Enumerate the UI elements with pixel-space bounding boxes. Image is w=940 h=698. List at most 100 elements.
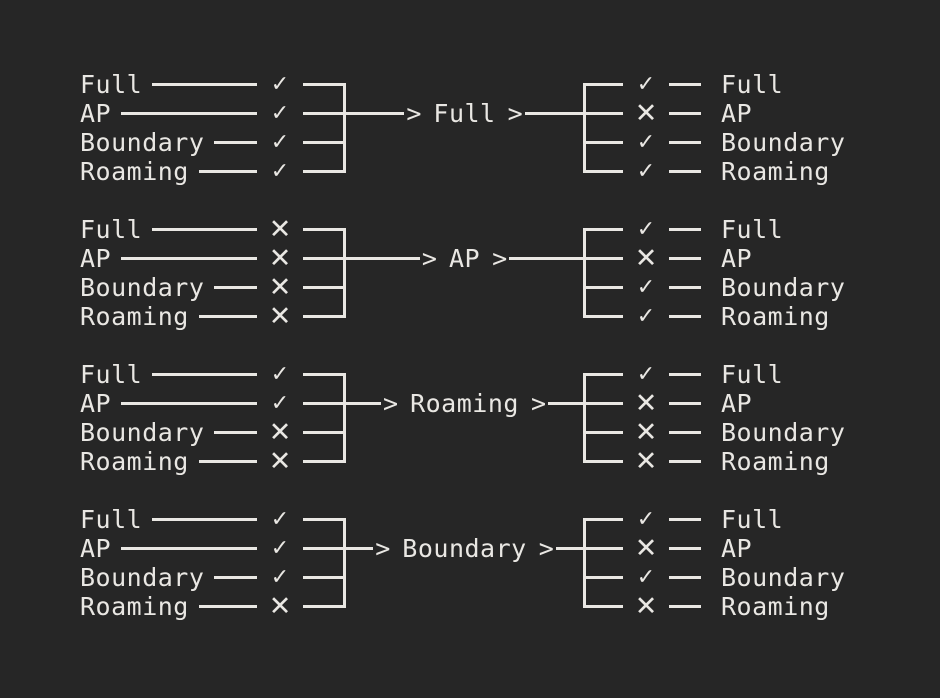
mark-cell: ✓ <box>623 274 669 300</box>
connector-line <box>583 576 623 579</box>
connector-line <box>669 83 701 86</box>
mark-cell: ✕ <box>257 593 303 620</box>
connector-line <box>669 286 701 289</box>
mark-icon: ✓ <box>636 129 656 155</box>
left-bracket-line <box>343 373 346 463</box>
mark-icon: ✕ <box>634 417 658 448</box>
connector-line <box>669 518 701 521</box>
row-label: AP <box>721 99 753 128</box>
arrow-head-icon: > <box>530 389 546 418</box>
left-bracket-line <box>343 83 346 173</box>
right-bracket-line <box>583 373 586 463</box>
row-label: Roaming <box>721 302 830 331</box>
center-mode-label: AP <box>448 244 481 273</box>
connector-line <box>303 402 343 405</box>
connector-line <box>583 518 623 521</box>
mark-icon: ✓ <box>270 506 290 532</box>
mark-cell: ✕ <box>257 216 303 243</box>
connector-line <box>198 170 257 173</box>
row-label: Full <box>80 360 143 389</box>
mark-cell: ✓ <box>623 129 669 155</box>
left-row: Roaming ✕ <box>80 302 343 331</box>
arrow-head-icon: > <box>507 99 523 128</box>
connector-line <box>303 286 343 289</box>
mark-cell: ✓ <box>257 160 303 183</box>
arrow-head-icon: > <box>421 244 437 273</box>
center-transition-row: > Roaming > <box>346 389 584 418</box>
connector-line <box>669 112 701 115</box>
row-label: Roaming <box>721 447 830 476</box>
connector-line <box>669 315 701 318</box>
connector-line <box>583 315 623 318</box>
left-row: Roaming ✕ <box>80 592 343 621</box>
left-row: AP ✕ <box>80 244 343 273</box>
connector-line <box>346 402 382 405</box>
mark-cell: ✓ <box>257 506 303 532</box>
connector-line <box>669 431 701 434</box>
connector-line <box>303 373 343 376</box>
connector-line <box>303 170 343 173</box>
mark-cell: ✓ <box>623 566 669 589</box>
connector-line <box>583 547 623 550</box>
arrow-head-icon: > <box>538 534 554 563</box>
right-row: ✕ AP <box>583 534 940 563</box>
left-row: AP ✓ <box>80 389 343 418</box>
connector-line <box>121 112 257 115</box>
row-label: Roaming <box>721 592 830 621</box>
mark-cell: ✕ <box>623 419 669 446</box>
connector-line <box>214 431 257 434</box>
mark-cell: ✕ <box>623 100 669 127</box>
connector-line <box>583 228 623 231</box>
row-label: Roaming <box>80 447 189 476</box>
row-label: Boundary <box>80 418 205 447</box>
right-row: ✕ Roaming <box>583 447 940 476</box>
connector-line <box>303 605 343 608</box>
row-label: AP <box>80 99 112 128</box>
connector-line <box>669 605 701 608</box>
connector-line <box>346 257 420 260</box>
center-transition-row: > Boundary > <box>346 534 584 563</box>
connector-line <box>303 141 343 144</box>
mark-icon: ✓ <box>270 100 290 126</box>
left-row: Boundary ✓ <box>80 563 343 592</box>
connector-line <box>669 402 701 405</box>
left-row: Full ✓ <box>80 505 343 534</box>
mark-icon: ✓ <box>636 303 656 329</box>
mark-cell: ✕ <box>623 390 669 417</box>
left-row: Full ✓ <box>80 360 343 389</box>
left-row: AP ✓ <box>80 99 343 128</box>
connector-line <box>303 518 343 521</box>
arrow-head-icon: > <box>375 534 391 563</box>
mark-icon: ✕ <box>268 301 292 332</box>
row-label: AP <box>721 534 753 563</box>
connector-line <box>583 431 623 434</box>
mark-icon: ✓ <box>270 564 290 590</box>
left-row: AP ✓ <box>80 534 343 563</box>
mark-icon: ✕ <box>634 243 658 274</box>
mark-cell: ✓ <box>623 73 669 96</box>
row-label: Boundary <box>721 563 846 592</box>
mark-cell: ✕ <box>257 303 303 330</box>
right-bracket-line <box>583 83 586 173</box>
connector-line <box>669 460 701 463</box>
connector-line <box>583 112 623 115</box>
connector-line <box>583 402 623 405</box>
transition-group-roaming: Full ✓ AP ✓ Boundary ✕ Roaming ✕ > Roa <box>80 360 940 476</box>
right-row: ✓ Boundary <box>583 273 940 302</box>
right-row: ✕ AP <box>583 244 940 273</box>
transition-group-ap: Full ✕ AP ✕ Boundary ✕ Roaming ✕ > AP <box>80 215 940 331</box>
connector-line <box>121 547 257 550</box>
transition-group-boundary: Full ✓ AP ✓ Boundary ✓ Roaming ✕ > Bou <box>80 505 940 621</box>
mark-icon: ✕ <box>268 272 292 303</box>
mark-icon: ✓ <box>636 274 656 300</box>
left-row: Full ✕ <box>80 215 343 244</box>
row-label: AP <box>721 244 753 273</box>
connector-line <box>303 460 343 463</box>
row-label: Full <box>721 505 784 534</box>
row-label: Boundary <box>721 128 846 157</box>
mark-cell: ✕ <box>257 419 303 446</box>
mark-cell: ✓ <box>257 564 303 590</box>
connector-line <box>583 170 623 173</box>
mark-cell: ✓ <box>257 100 303 126</box>
center-mode-label: Roaming <box>410 389 519 418</box>
